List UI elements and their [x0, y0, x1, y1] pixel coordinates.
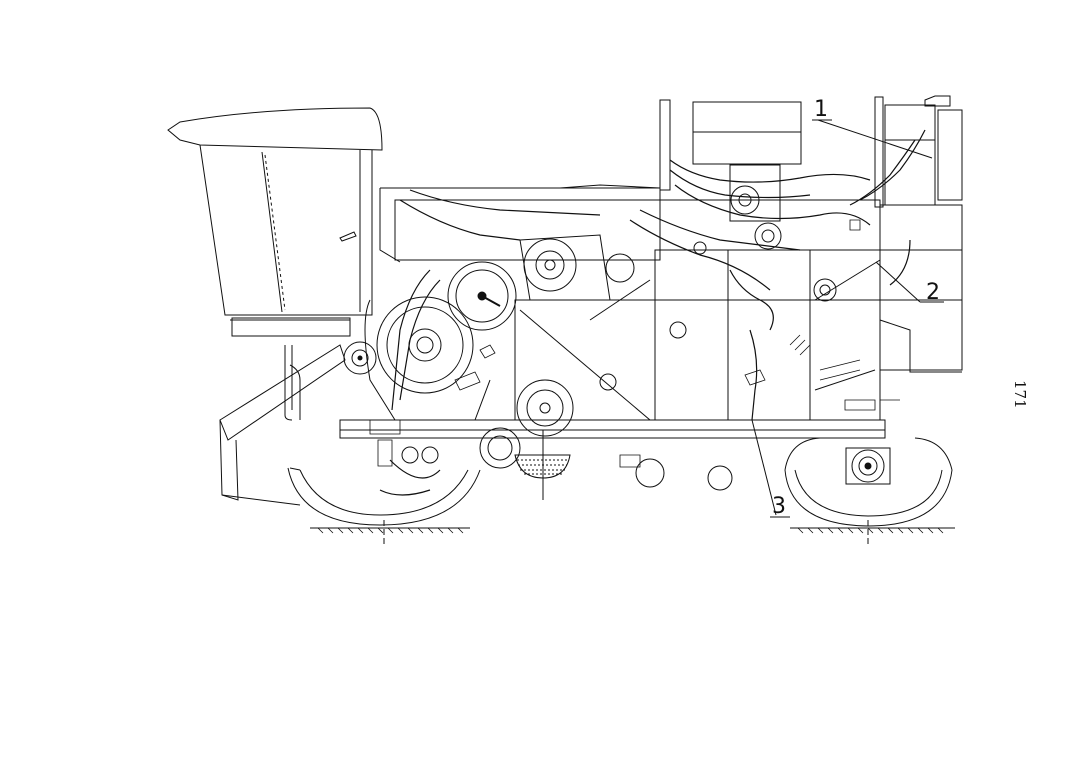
small-pulleys	[402, 223, 836, 490]
hydraulic-hoses	[380, 130, 925, 495]
callout-label-2: 2	[926, 280, 940, 305]
page-number: 171	[1011, 380, 1029, 409]
center-pulley	[520, 235, 610, 300]
upper-pulley	[448, 262, 516, 330]
front-elevator	[220, 342, 376, 505]
callout-label-3: 3	[772, 494, 786, 519]
hopper-tank	[515, 430, 570, 500]
detail-marks	[370, 220, 900, 467]
callout-leaders	[752, 120, 944, 517]
front-wheel	[785, 438, 952, 526]
callout-label-1: 1	[814, 97, 828, 122]
rear-wheel	[288, 468, 480, 525]
lower-pulley	[517, 380, 573, 436]
engine-block	[660, 96, 962, 221]
threshing-drum	[365, 297, 490, 420]
main-frame	[340, 185, 962, 438]
operator-cab	[168, 108, 382, 336]
ground-lines	[310, 520, 955, 545]
